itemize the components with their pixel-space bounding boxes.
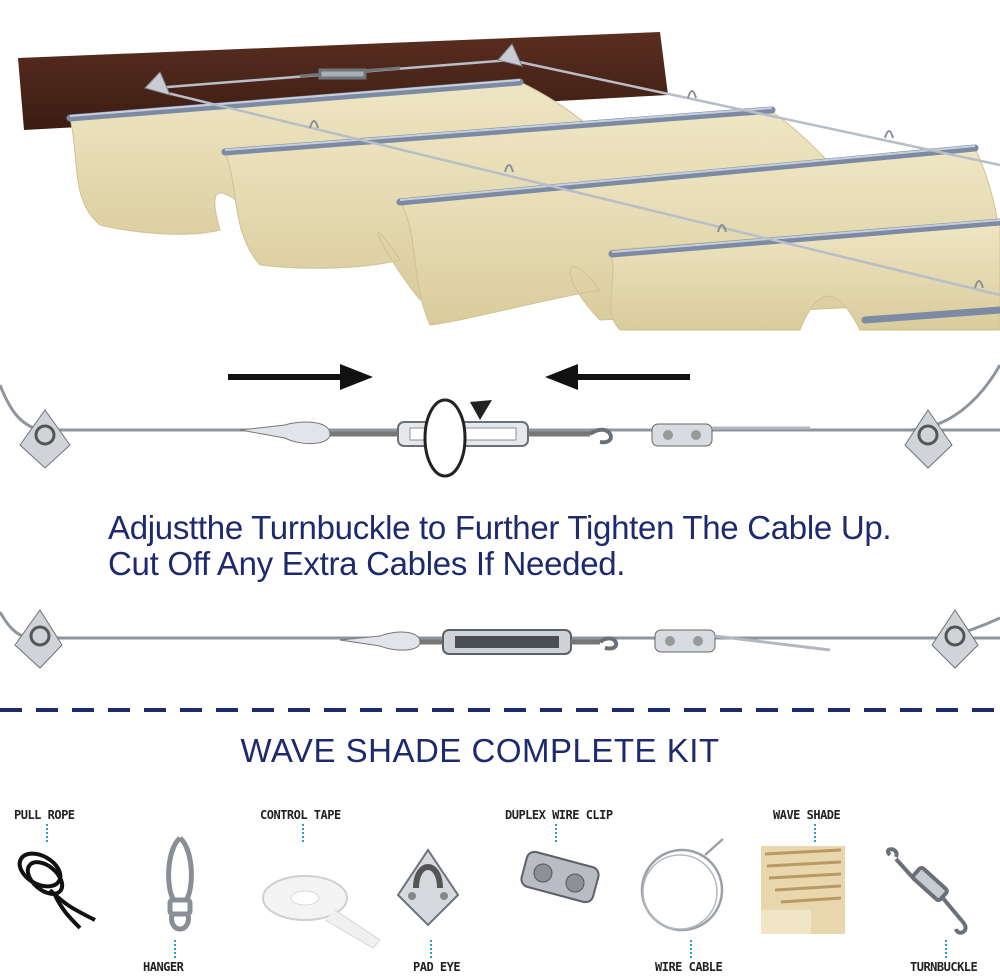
label-connector: [814, 824, 818, 842]
pad-eye: [14, 609, 63, 669]
label-connector: [46, 824, 50, 842]
turnbuckle: [330, 421, 613, 447]
label-connector: [174, 940, 178, 958]
rotate-arrow-icon: [423, 398, 492, 478]
kit-title: WAVE SHADE COMPLETE KIT: [240, 732, 720, 769]
kit-label-pad-eye: PAD EYE: [413, 960, 461, 974]
duplex-wire-clip: [654, 629, 716, 653]
label-connector: [430, 940, 434, 958]
control-tape-icon: [262, 875, 381, 949]
kit-label-duplex-wire-clip: DUPLEX WIRE CLIP: [505, 808, 613, 822]
wire-cable: [0, 364, 1000, 432]
hanger-icon: [166, 836, 194, 932]
tightened-cable-diagram: [0, 609, 1000, 669]
shade-rails: [66, 78, 1000, 324]
label-connector: [302, 824, 306, 842]
pull-rope-icon: [17, 851, 96, 930]
pad-eye: [904, 409, 953, 469]
instruction-line-1: Adjustthe Turnbuckle to Further Tighten …: [108, 509, 892, 546]
turnbuckle-tightening-diagram: [0, 364, 1000, 478]
kit-label-control-tape: CONTROL TAPE: [260, 808, 341, 822]
right-arrow-icon: [228, 364, 373, 390]
kit-label-pull-rope: PULL ROPE: [14, 808, 75, 822]
turnbuckle-icon: [886, 847, 968, 935]
wire-cable-icon: [640, 838, 724, 932]
wave-shade-installation-illustration: [18, 32, 1000, 331]
turnbuckle: [420, 629, 619, 655]
pad-eye: [19, 409, 71, 469]
dashed-divider: [0, 708, 1000, 712]
label-connector: [690, 940, 694, 958]
kit-label-turnbuckle: TURNBUCKLE: [910, 960, 978, 974]
instruction-line-2: Cut Off Any Extra Cables If Needed.: [108, 545, 626, 582]
pad-eye: [144, 43, 523, 96]
kit-label-wire-cable: WIRE CABLE: [655, 960, 723, 974]
pad-eye: [931, 609, 979, 669]
label-connector: [555, 824, 559, 842]
turnbuckle: [299, 66, 401, 80]
pad-eye-icon: [396, 848, 460, 927]
label-connector: [945, 940, 949, 958]
duplex-wire-clip-icon: [520, 850, 600, 904]
kit-label-hanger: HANGER: [143, 960, 184, 974]
kit-label-wave-shade: WAVE SHADE: [773, 808, 841, 822]
left-arrow-icon: [545, 364, 690, 390]
wave-shade-icon: [761, 846, 845, 934]
duplex-wire-clip: [651, 423, 713, 447]
